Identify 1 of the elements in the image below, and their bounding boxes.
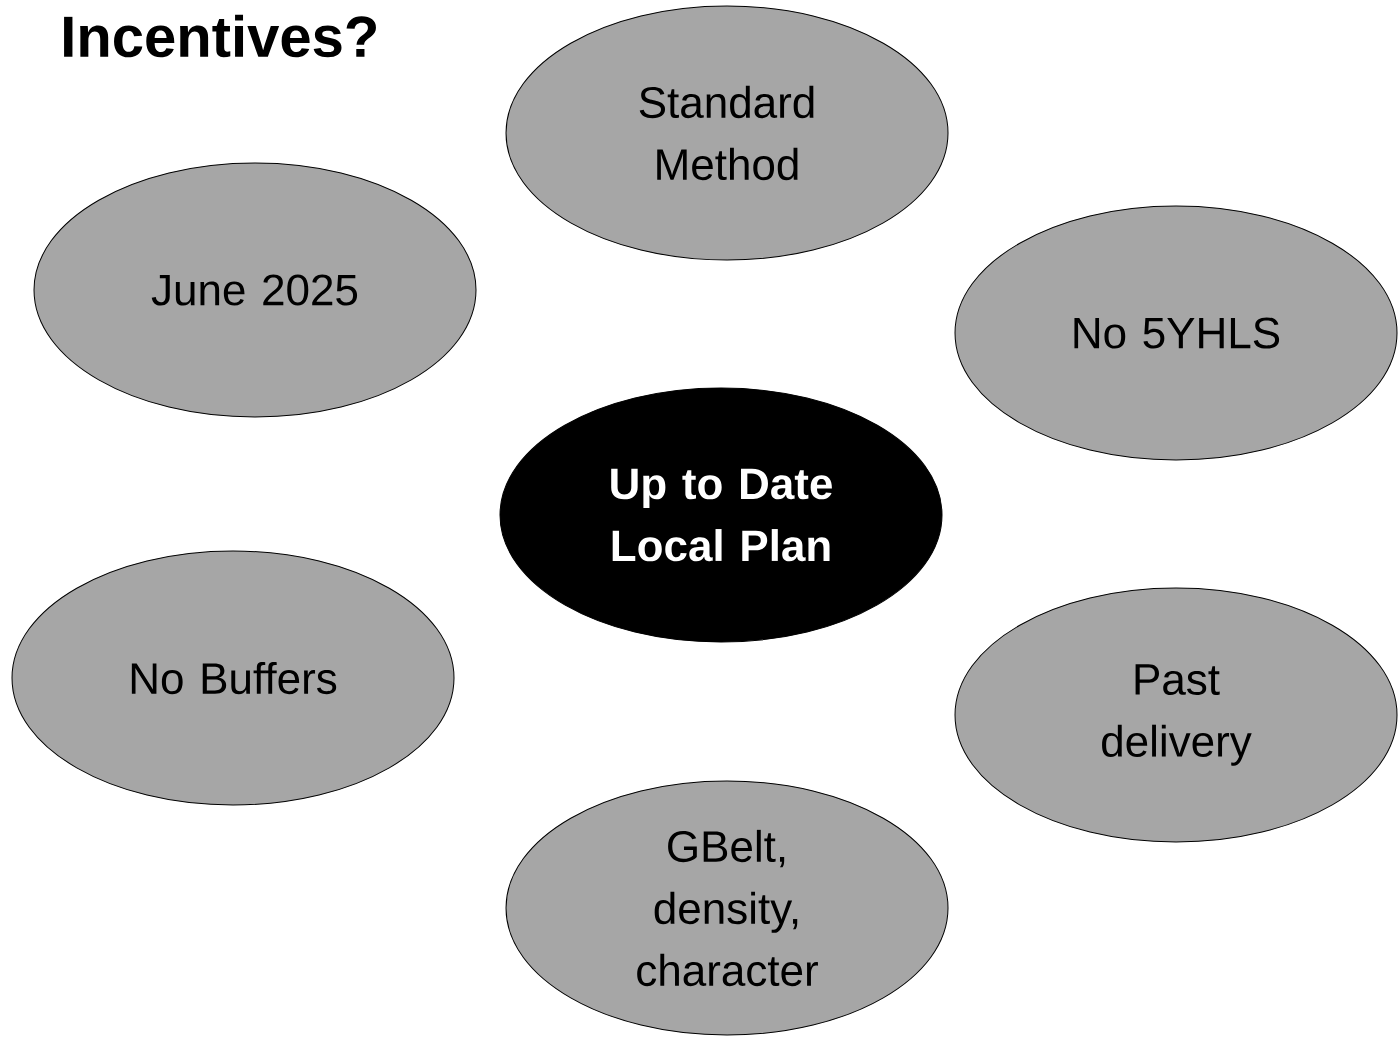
title: Incentives? — [64, 14, 376, 58]
